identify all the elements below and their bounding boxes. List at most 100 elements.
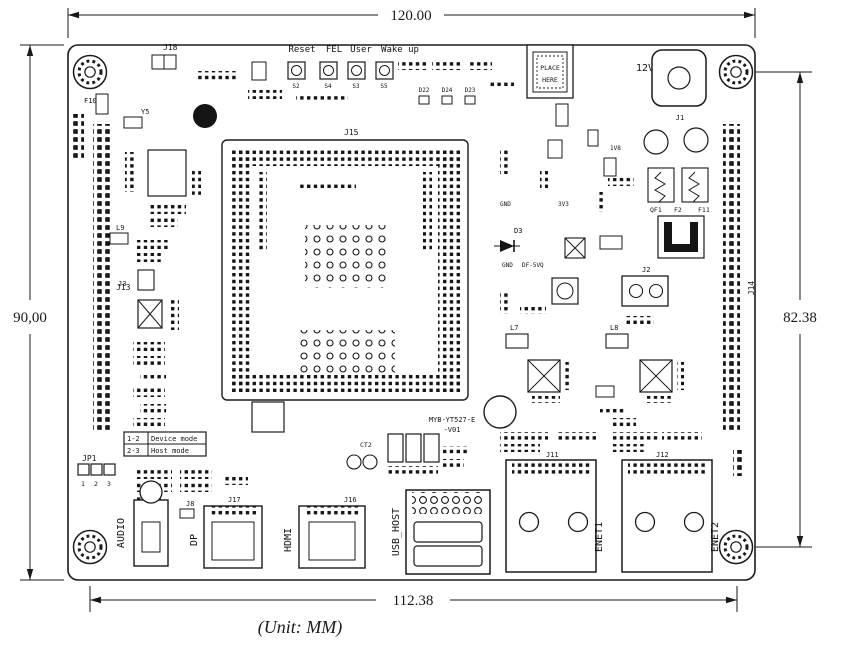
connector-hdmi: J16 HDMI: [283, 496, 366, 569]
dim-bottom-label: 112.38: [393, 593, 434, 609]
terminal-j2: J2: [621, 266, 669, 307]
diode-d3: [494, 240, 520, 252]
label-hdmi: HDMI: [283, 528, 294, 552]
inductor: [657, 215, 705, 259]
top-left-components: J18 F10 Y5 L9 J3: [70, 43, 282, 427]
chip-u22: [639, 359, 684, 403]
label-j8: J8: [186, 500, 194, 508]
bottom-middle-components: J8 CT2 J11 J12: [134, 432, 745, 519]
unit-note: (Unit: MM): [258, 617, 342, 638]
power-section: QF1 F2 F11 D3 GND 3V3 1V8 GND DF-5VQ: [494, 129, 710, 426]
connector-enet2: ENET2: [621, 459, 721, 573]
label-j15: J15: [344, 128, 359, 137]
chip-below-bga: [251, 401, 285, 433]
mode-table: 1-2 Device mode 2-3 Host mode: [123, 431, 207, 457]
fiducial-dot: [193, 104, 217, 128]
label-user: User: [350, 45, 372, 55]
mounting-hole-top-right: [718, 54, 754, 90]
jp1-pin3: 3: [107, 480, 111, 488]
label-s3: S3: [352, 83, 360, 90]
pad-row: [196, 71, 238, 80]
label-here: HERE: [542, 76, 558, 84]
label-s5: S5: [380, 83, 388, 90]
label-j3: J3: [118, 280, 126, 288]
button-s5: [375, 61, 394, 80]
label-j14: J14: [747, 281, 756, 296]
regulator: [551, 277, 579, 305]
label-d22: D22: [419, 87, 430, 94]
power-jack: 12V J1: [636, 49, 709, 155]
chip-u8: [147, 149, 187, 197]
label-1v8: 1V8: [610, 145, 621, 152]
dim-left-label: 90,00: [13, 310, 47, 326]
label-qf1: QF1: [650, 206, 662, 214]
label-j12: J12: [656, 451, 669, 459]
edge-header: [70, 114, 84, 160]
mode-r1c1: 1-2: [127, 435, 140, 443]
label-usb-host: USB_HOST: [391, 508, 402, 556]
label-d23: D23: [465, 87, 476, 94]
button-s2: [287, 61, 306, 80]
label-f11: F11: [698, 206, 710, 214]
jp1-pin1: 1: [81, 480, 85, 488]
button-s3: [347, 61, 366, 80]
jumper-jp1: JP1 1 2 3: [77, 454, 116, 488]
dimension-annotations: 120.00 90,00 82.38 112.38 (Unit: MM): [13, 8, 817, 638]
label-y5: Y5: [141, 108, 149, 116]
mode-r1c2: Device mode: [151, 435, 197, 443]
connector-dp: J17 DP: [189, 496, 263, 569]
label-model-rev: -V01: [444, 426, 461, 434]
label-enet2: ENET2: [710, 522, 721, 552]
mounting-hole-bottom-left: [72, 529, 108, 565]
label-j11: J11: [546, 451, 559, 459]
connector-enet1: ENET1: [505, 459, 605, 573]
label-l9: L9: [116, 224, 124, 232]
mounting-hole-bottom-right: [718, 529, 754, 565]
label-place: PLACE: [540, 64, 560, 72]
dim-top-label: 120.00: [390, 8, 431, 24]
label-l8: L8: [610, 324, 618, 332]
label-j2: J2: [642, 266, 650, 274]
label-jp1: JP1: [82, 454, 97, 463]
mounting-hole-top-left: [72, 54, 108, 90]
board-hole: [483, 395, 517, 429]
chip-u11: [137, 299, 163, 329]
connector-audio: AUDIO: [116, 480, 169, 567]
label-l7: L7: [510, 324, 518, 332]
mode-r2c1: 2-3: [127, 447, 140, 455]
label-wake-up: Wake up: [381, 45, 419, 55]
header-j13: J13: [93, 124, 131, 432]
bga-j15: J15: [221, 128, 469, 433]
label-gnd-2: GND: [502, 262, 513, 269]
label-audio: AUDIO: [116, 518, 127, 548]
label-gnd: GND: [500, 201, 511, 208]
chip-x: [564, 237, 586, 259]
label-j17: J17: [228, 496, 241, 504]
label-d3: D3: [514, 227, 522, 235]
chip-u19: [527, 359, 572, 403]
mode-r2c2: Host mode: [151, 447, 189, 455]
connector-usb-host: USB_HOST: [391, 489, 491, 575]
label-3v3: 3V3: [558, 201, 569, 208]
label-j18: J18: [163, 43, 178, 52]
label-dp: DP: [189, 534, 200, 546]
label-ct2: CT2: [360, 441, 372, 449]
jp1-pin2: 2: [94, 480, 98, 488]
label-fel: FEL: [326, 45, 342, 55]
label-model: MYB-YT527-E: [429, 416, 475, 424]
label-df5v: DF-5VQ: [522, 262, 544, 269]
usb-otg-connector: PLACE HERE: [526, 44, 574, 127]
label-12v: 12V: [636, 63, 654, 74]
button-s4: [319, 61, 338, 80]
label-enet1: ENET1: [594, 522, 605, 552]
button-bank: Reset FEL User Wake up S2 S4 S3 S5 D22 D…: [287, 45, 514, 105]
header-j14: J14: [723, 124, 756, 432]
label-s2: S2: [292, 83, 300, 90]
label-j13: J13: [116, 283, 131, 292]
label-f10: F10: [84, 97, 97, 105]
label-s4: S4: [324, 83, 332, 90]
label-reset: Reset: [288, 45, 315, 55]
dim-right-label: 82.38: [783, 310, 817, 326]
label-j1: J1: [676, 114, 684, 122]
